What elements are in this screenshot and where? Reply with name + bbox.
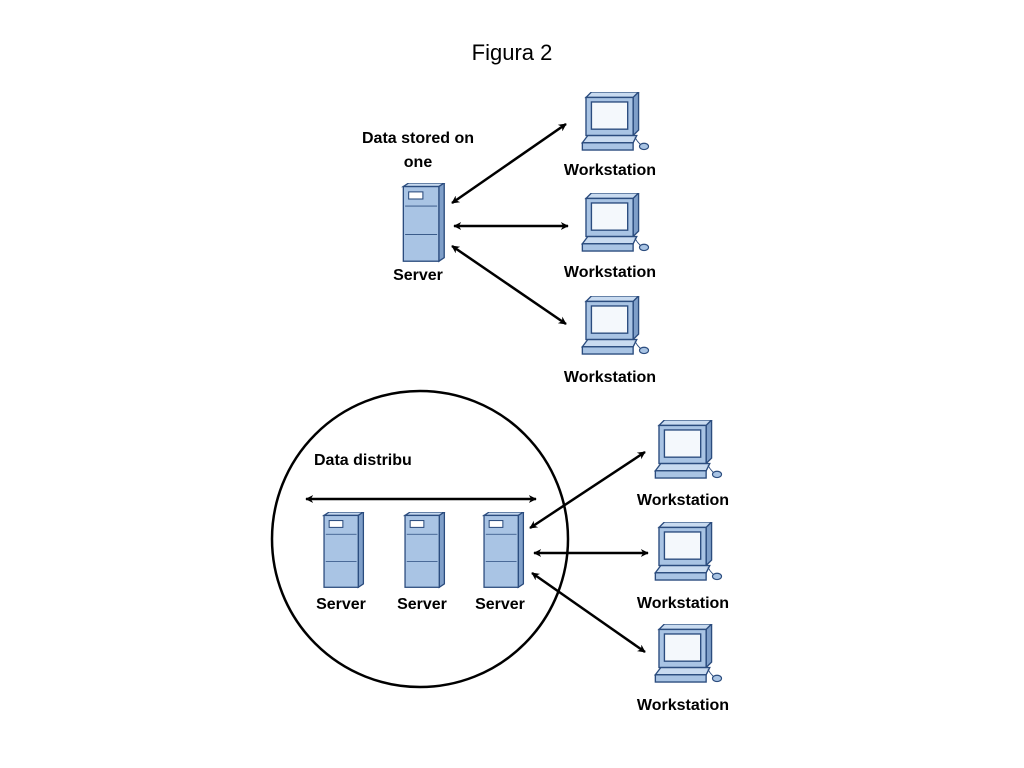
server-tower-icon [483, 512, 525, 589]
server-label: Server [393, 267, 443, 284]
computer-workstation-icon [654, 522, 723, 581]
server-tower-icon [402, 183, 445, 262]
computer-workstation-icon [654, 420, 723, 479]
connection-arrow [451, 244, 567, 326]
server-tower-icon [323, 512, 365, 589]
server-label: Server [397, 596, 447, 613]
workstation-label: Workstation [637, 492, 729, 509]
connection-arrow [451, 122, 567, 205]
workstation-label: Workstation [637, 697, 729, 714]
centralized-section: Data stored on one Server Workstation Wo… [362, 92, 656, 386]
caption-line-2: one [404, 154, 433, 171]
server-label: Server [475, 596, 525, 613]
connection-arrow [531, 571, 646, 654]
page-title: Figura 2 [471, 40, 553, 65]
distributed-caption: Data distribu [314, 452, 412, 469]
computer-workstation-icon [581, 92, 650, 151]
workstation-label: Workstation [564, 162, 656, 179]
computer-workstation-icon [654, 624, 723, 683]
workstation-label: Workstation [637, 595, 729, 612]
server-label: Server [316, 596, 366, 613]
connection-arrow [529, 450, 646, 530]
computer-workstation-icon [581, 193, 650, 252]
caption-line-1: Data stored on [362, 130, 474, 147]
distributed-section: Data distribu Server Server Server Works… [270, 389, 729, 714]
distribution-circle [270, 389, 570, 689]
server-tower-icon [404, 512, 446, 589]
workstation-label: Workstation [564, 369, 656, 386]
computer-workstation-icon [581, 296, 650, 355]
workstation-label: Workstation [564, 264, 656, 281]
